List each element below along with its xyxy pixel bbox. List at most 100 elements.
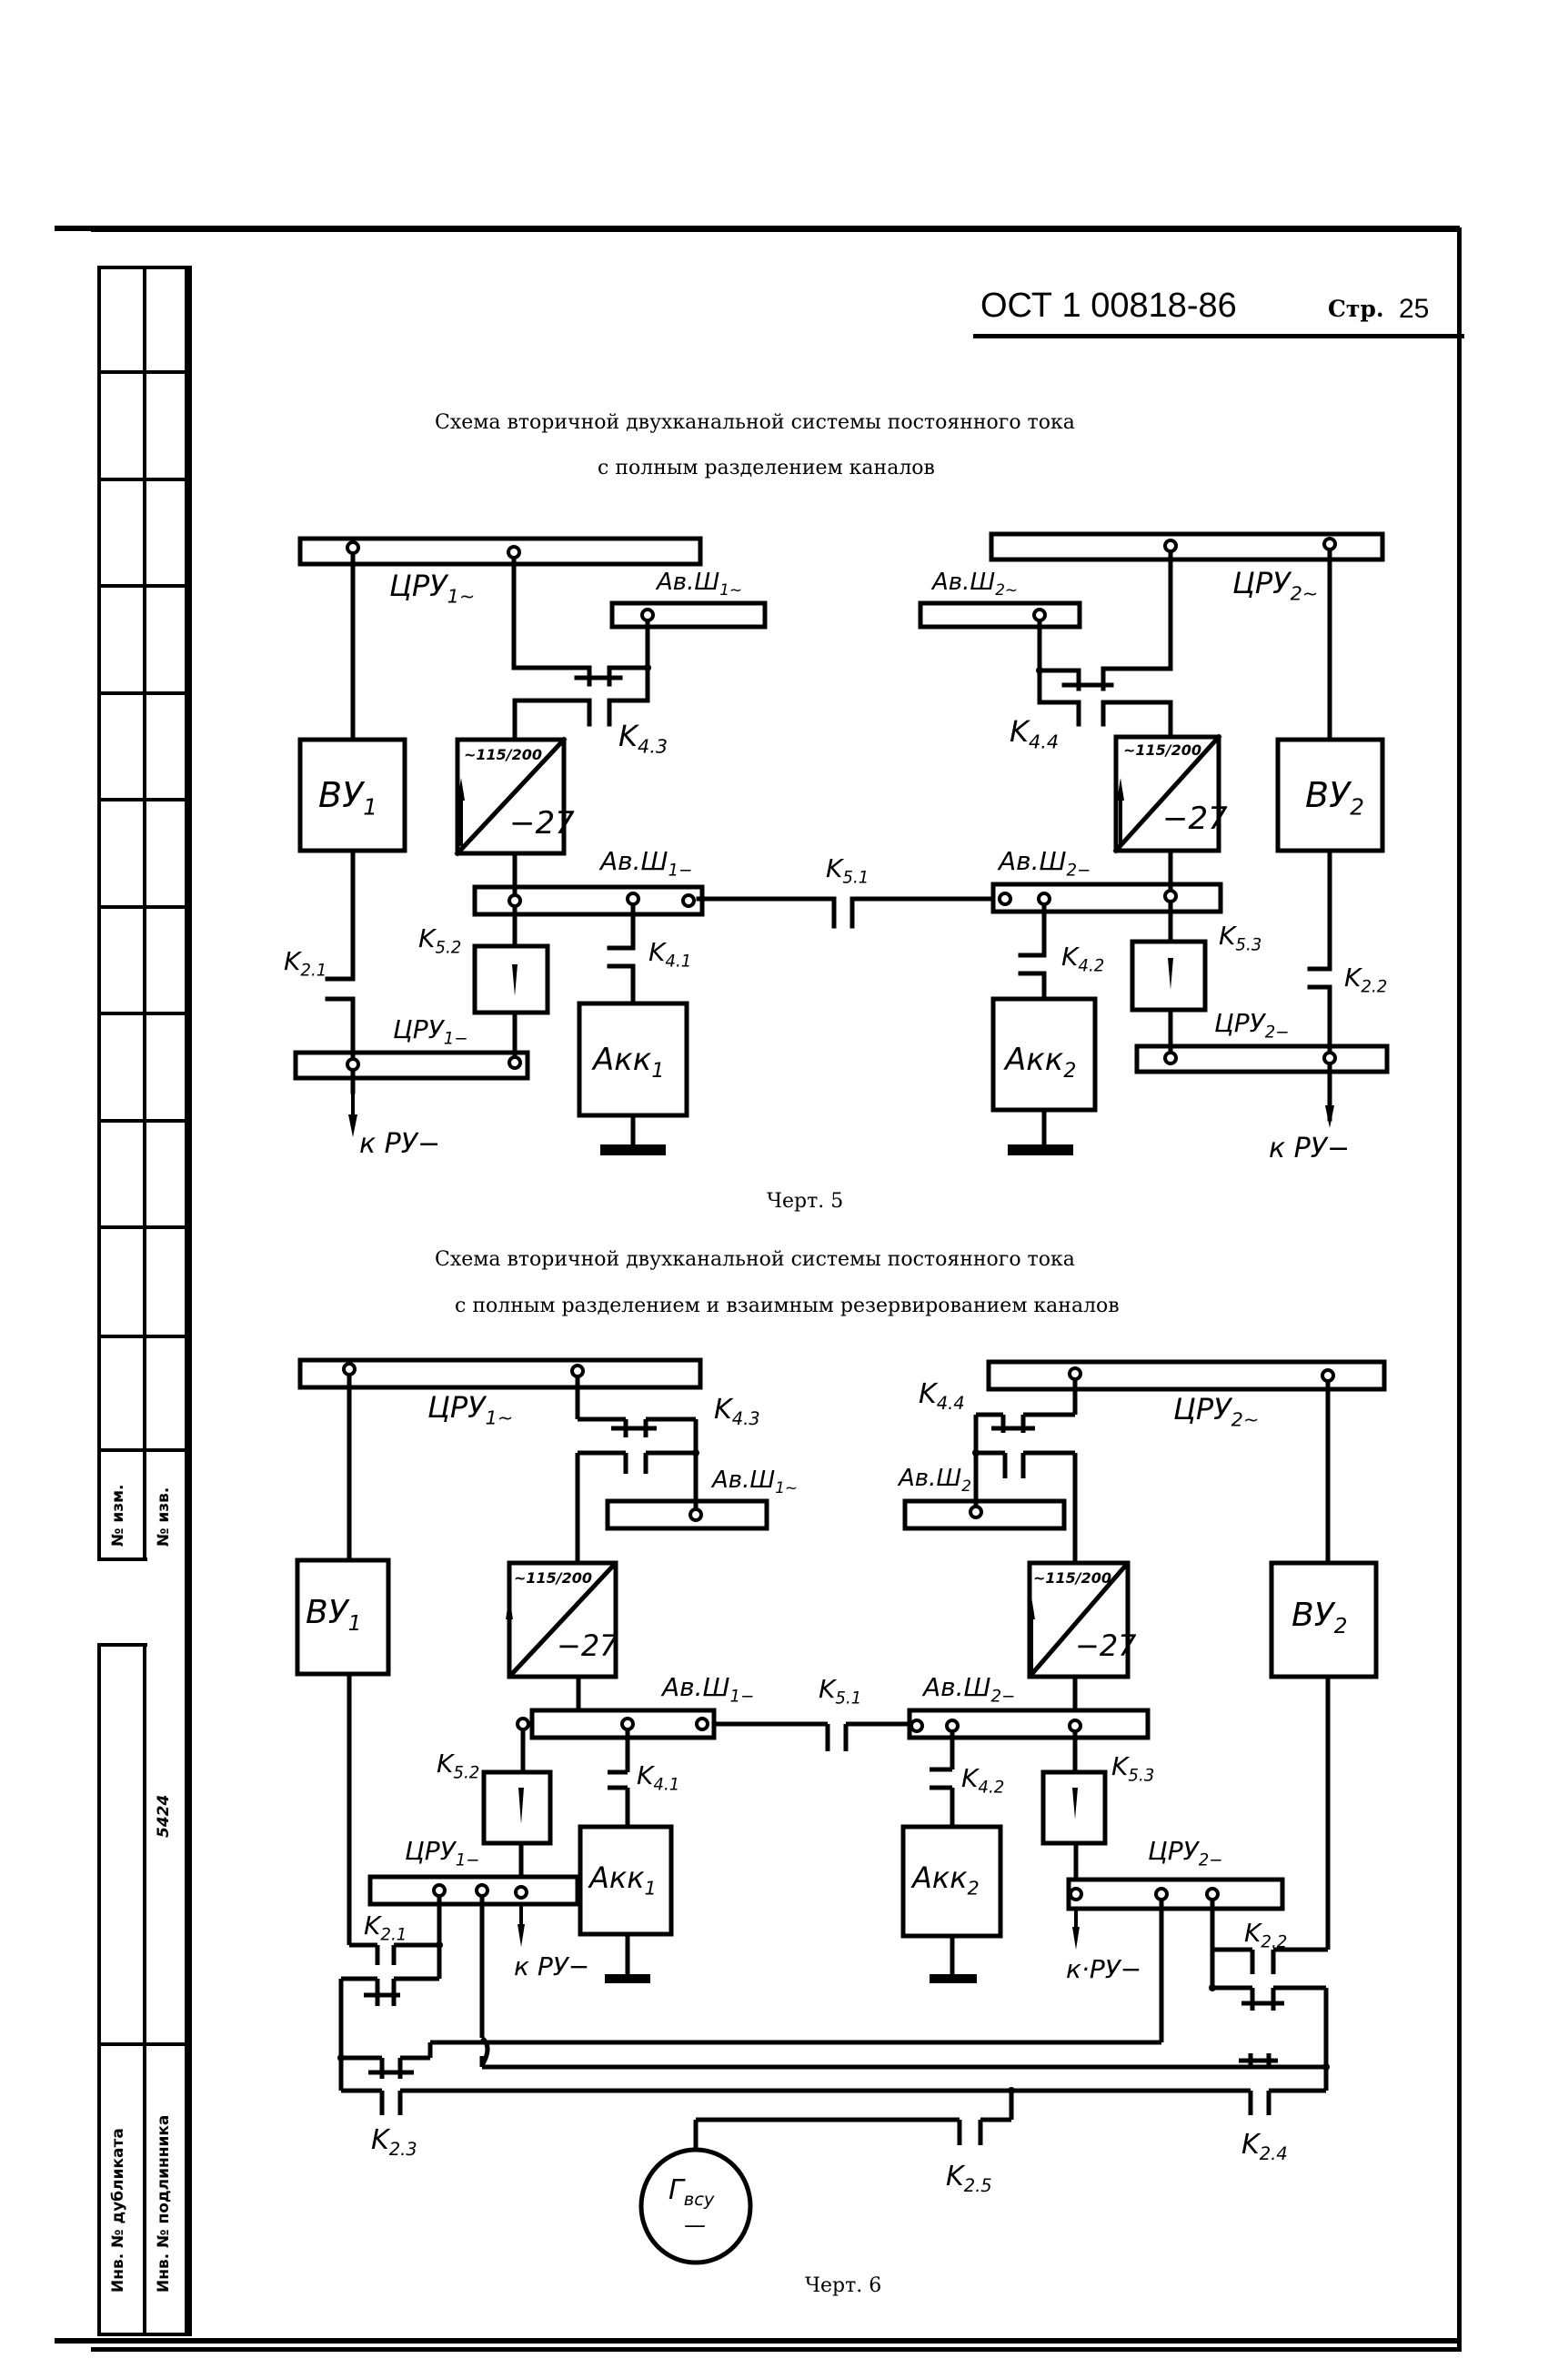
stamp-row-line: [97, 2042, 188, 2046]
stamp-gap: [97, 1557, 147, 1647]
fig5-bus-avsh1-ac: [609, 600, 768, 630]
fig6-title-line1: Схема вторичной двухканальной системы по…: [435, 1248, 1075, 1271]
fig5-caption: Черт. 5: [767, 1190, 844, 1213]
fig5-conv2-ac-label: ~115/200: [1123, 741, 1202, 759]
fig6-label-k24: K2.4: [1241, 2129, 1288, 2164]
header: ОСТ 1 00818-86 Стр. 25: [973, 287, 1464, 341]
fig6-label-avsh1-ac: Ав.Ш1~: [712, 1467, 799, 1497]
stamp-column-divider: [143, 266, 146, 2333]
fig6-conv2-ac-label: ~115/200: [1033, 1569, 1112, 1587]
fig6-label-k51: K5.1: [819, 1674, 862, 1709]
page-label: Стр.: [1328, 296, 1384, 322]
fig5-label-k43: K4.3: [618, 719, 668, 758]
fig5-bus-cru1-ac: [297, 536, 703, 567]
fig6-bus-avsh2-ac: [902, 1498, 1067, 1531]
fig5-conv1-dc-label: −27: [509, 805, 575, 842]
doc-number: ОСТ 1 00818-86: [980, 287, 1237, 325]
fig5-diode1-box: [472, 943, 550, 1015]
fig5-label-k52: K5.2: [418, 923, 462, 958]
fig5-label-avsh2-ac: Ав.Ш2~: [932, 569, 1019, 600]
fig5-label-k21: K2.1: [284, 946, 327, 981]
stamp-rows: [97, 266, 188, 1539]
fig5-converter1-box: [455, 737, 567, 856]
fig5-title-line1: Схема вторичной двухканальной системы по…: [435, 411, 1075, 434]
fig6-conv2-dc-label: −27: [1075, 1628, 1137, 1663]
fig5-bus-cru1-dc: [293, 1050, 530, 1081]
fig6-bus-cru1-dc: [367, 1874, 580, 1907]
fig6-label-to-ru1: к РУ−: [514, 1951, 590, 1981]
fig5-label-cru1-ac: ЦРУ1~: [389, 569, 476, 608]
fig5-label-cru2-dc: ЦРУ2−: [1214, 1008, 1290, 1043]
fig6-label-k41: K4.1: [637, 1760, 680, 1795]
fig5-label-to-ru1: к РУ−: [359, 1128, 441, 1160]
fig6-label-cru2-ac: ЦРУ2~: [1173, 1392, 1260, 1431]
fig6-label-k43: K4.3: [714, 1394, 760, 1429]
fig6-label-cru1-ac: ЦРУ1~: [427, 1390, 514, 1429]
fig5-label-cru2-ac: ЦРУ2~: [1232, 566, 1319, 605]
fig5-label-akk2: Акк2: [1005, 1042, 1077, 1083]
fig6-label-cru1-dc: ЦРУ1−: [405, 1836, 480, 1870]
fig5-label-akk1: Акк1: [593, 1042, 665, 1083]
fig5-label-k41: K4.1: [648, 937, 692, 972]
fig5-label-vu1: ВУ1: [318, 775, 377, 821]
fig5-bus-avsh2-ac: [918, 600, 1082, 630]
fig6-label-generator: Гвсу: [668, 2174, 715, 2210]
fig5-label-k42: K4.2: [1061, 942, 1105, 976]
fig6-label-generator-type: —: [684, 2213, 706, 2238]
fig5-converter2-box: [1113, 734, 1221, 853]
fig6-label-k23: K2.3: [371, 2124, 417, 2160]
fig6-label-akk1: Акк1: [589, 1860, 657, 1900]
fig6-bus-cru2-ac: [986, 1359, 1387, 1392]
fig6-diode1-box: [481, 1769, 553, 1846]
fig5-bus-cru2-ac: [989, 531, 1385, 562]
fig6-label-cru2-dc: ЦРУ2−: [1148, 1836, 1223, 1870]
fig6-generator-circle: [638, 2147, 753, 2265]
fig5-title-line2: с полным разделением каналов: [598, 457, 935, 479]
fig6-caption: Черт. 6: [805, 2274, 882, 2297]
fig6-label-k44: K4.4: [919, 1378, 965, 1414]
fig5-label-avsh1-ac: Ав.Ш1~: [657, 569, 743, 600]
fig5-label-cru1-dc: ЦРУ1−: [393, 1014, 468, 1049]
fig6-ground2: [930, 1974, 977, 1983]
fig5-label-avsh1-dc: Ав.Ш1−: [600, 846, 693, 881]
fig6-arrow-ru2: [1072, 1927, 1080, 1950]
fig5-conv1-ac-label: ~115/200: [464, 746, 543, 763]
fig5-label-k51: K5.1: [826, 853, 869, 888]
fig6-vu2-box: [1269, 1560, 1379, 1679]
fig6-conv1-dc-label: −27: [557, 1628, 618, 1663]
header-rule: [973, 334, 1464, 338]
fig6-label-avsh2-ac: Ав.Ш2: [899, 1465, 971, 1496]
fig5-arrow-ru1: [348, 1114, 357, 1137]
fig6-label-k21: K2.1: [364, 1910, 407, 1945]
fig5-arrow-ru2: [1325, 1105, 1334, 1128]
fig6-label-akk2: Акк2: [912, 1860, 980, 1900]
fig5-label-vu2: ВУ2: [1305, 775, 1364, 821]
fig6-bus-avsh1-ac: [605, 1498, 769, 1531]
fig6-ground1: [605, 1974, 650, 1983]
fig6-label-k22: K2.2: [1244, 1918, 1288, 1952]
outer-top-rule: [55, 226, 1460, 231]
fig5-label-avsh2-dc: Ав.Ш2−: [999, 846, 1091, 881]
stamp-main-border: [185, 266, 190, 2333]
fig6-label-k52: K5.2: [437, 1749, 480, 1783]
fig6-bus-cru2-dc: [1066, 1877, 1285, 1911]
fig5-label-to-ru2: к РУ−: [1269, 1133, 1351, 1164]
fig6-bus-cru1-ac: [297, 1357, 703, 1390]
fig5-bus-cru2-dc: [1134, 1043, 1390, 1074]
fig6-label-k53: K5.3: [1111, 1751, 1155, 1786]
fig6-title-line2: с полным разделением и взаимным резервир…: [455, 1295, 1120, 1317]
fig5-ground1: [600, 1144, 666, 1155]
fig6-label-avsh1-dc: Ав.Ш1−: [662, 1672, 755, 1707]
fig6-vu1-box: [295, 1557, 391, 1677]
page-number: 25: [1399, 294, 1430, 324]
fig6-arrow-ru1: [518, 1924, 525, 1947]
outer-bottom-rule: [55, 2338, 1460, 2344]
fig5-conv2-dc-label: −27: [1162, 801, 1228, 837]
fig5-label-k53: K5.3: [1219, 921, 1262, 955]
fig5-ground2: [1008, 1144, 1073, 1155]
fig6-label-to-ru2: к·РУ−: [1066, 1954, 1142, 1984]
fig5-label-k44: K4.4: [1010, 714, 1060, 753]
fig6-label-vu2: ВУ2: [1292, 1597, 1348, 1639]
